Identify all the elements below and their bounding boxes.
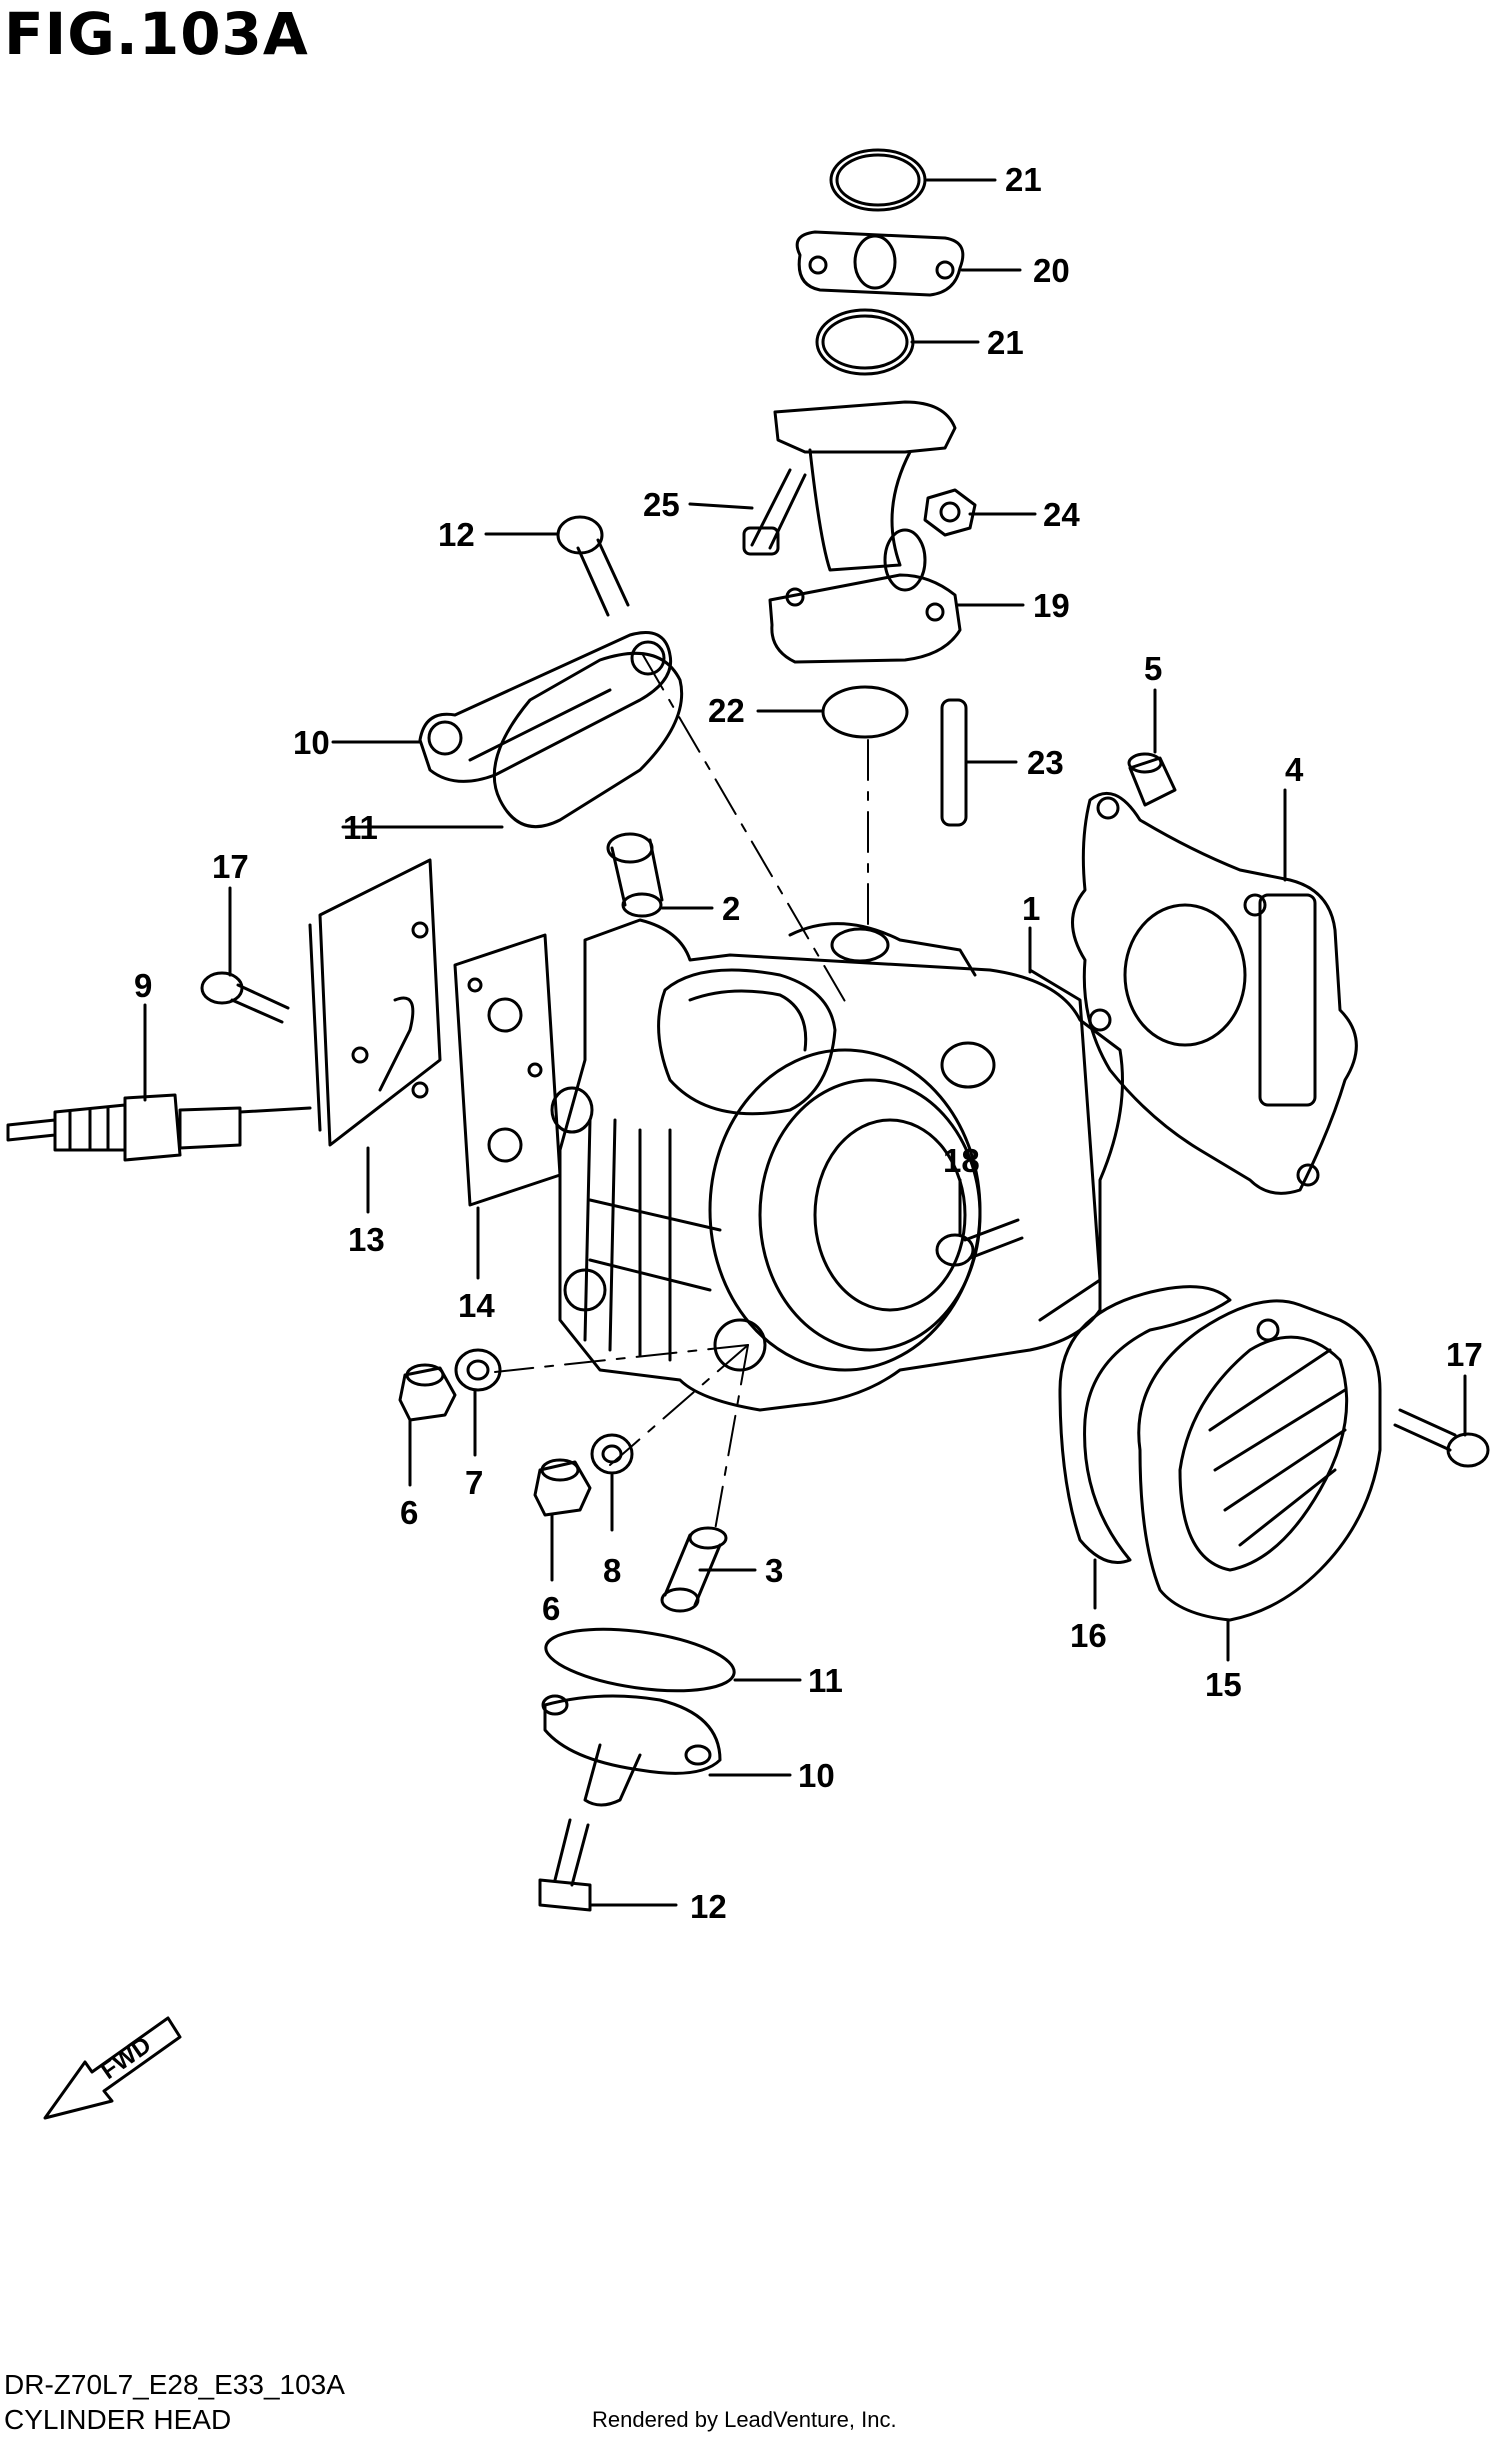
callout-24: 24	[1043, 496, 1080, 533]
callout-6-upper: 6	[400, 1494, 418, 1531]
intake-pipe-19	[768, 400, 962, 664]
callout-17-left: 17	[212, 848, 249, 885]
callout-3: 3	[765, 1552, 783, 1589]
stud-23	[940, 698, 968, 827]
o-ring-11-top	[492, 651, 684, 829]
figure-title: FIG.103A	[4, 0, 309, 68]
o-ring-11-lower	[544, 1627, 736, 1693]
cap-nut-6-upper	[398, 1363, 457, 1422]
callout-labels: 21 20 21 25 24 12 19 22 23 5 4 10 11 2 1…	[134, 161, 1483, 1925]
nut-24	[923, 488, 977, 537]
callout-11-lower: 11	[808, 1662, 843, 1699]
callout-21-lower: 21	[987, 324, 1024, 361]
callout-10-top: 10	[293, 724, 330, 761]
callout-14: 14	[458, 1287, 495, 1324]
callout-16: 16	[1070, 1617, 1107, 1654]
callout-7: 7	[465, 1464, 483, 1501]
bolt-17-left	[200, 971, 290, 1024]
callout-13: 13	[348, 1221, 385, 1258]
tappet-cover-10-top	[418, 631, 673, 783]
callout-15: 15	[1205, 1666, 1242, 1703]
callout-5: 5	[1144, 650, 1162, 687]
gasket-16	[1058, 1285, 1232, 1564]
callout-8: 8	[603, 1552, 621, 1589]
dowel-5	[1127, 752, 1177, 807]
diagram-code: DR-Z70L7_E28_E33_103A	[4, 2369, 345, 2400]
callout-2: 2	[722, 890, 740, 927]
washer-7	[454, 1348, 502, 1392]
callout-10-lower: 10	[798, 1757, 835, 1794]
head-gasket-4	[1071, 791, 1358, 1195]
callout-22: 22	[708, 692, 745, 729]
o-ring-21-lower	[815, 308, 915, 376]
bolt-25	[742, 468, 807, 556]
callout-18: 18	[943, 1142, 980, 1179]
bolt-17-right	[1393, 1408, 1490, 1468]
render-credit: Rendered by LeadVenture, Inc.	[592, 2407, 897, 2432]
plate-13	[308, 858, 442, 1147]
insulator-gasket-20	[795, 230, 965, 297]
o-ring-22	[821, 685, 909, 739]
spark-plug-9	[6, 1093, 242, 1162]
cover-15	[1137, 1299, 1382, 1622]
callout-9: 9	[134, 967, 152, 1004]
washer-8	[590, 1433, 634, 1475]
callout-12-top: 12	[438, 516, 475, 553]
callout-20: 20	[1033, 252, 1070, 289]
cylinder-head-1	[550, 918, 1124, 1412]
diagram-title: CYLINDER HEAD	[4, 2404, 232, 2435]
callout-1: 1	[1022, 890, 1040, 927]
bolt-12-lower	[538, 1818, 592, 1912]
tappet-cover-10-lower	[541, 1694, 722, 1807]
callout-21-top: 21	[1005, 161, 1042, 198]
callout-17-right: 17	[1446, 1336, 1483, 1373]
o-ring-21-top	[829, 148, 927, 212]
valve-guide-3	[660, 1526, 728, 1613]
bolt-18	[935, 1218, 1024, 1267]
alignment-lines	[494, 654, 869, 1531]
callout-25: 25	[643, 486, 680, 523]
callout-6-lower: 6	[542, 1590, 560, 1627]
callout-19: 19	[1033, 587, 1070, 624]
valve-guide-2	[606, 832, 664, 918]
leader-lines	[143, 178, 1467, 1907]
gasket-14	[453, 933, 562, 1207]
cap-nut-6-lower	[533, 1458, 592, 1517]
bolt-12-top	[556, 515, 630, 617]
callout-12-lower: 12	[690, 1888, 727, 1925]
callout-4: 4	[1285, 751, 1304, 788]
fwd-arrow-icon: FWD	[43, 2016, 182, 2120]
callout-11-top: 11	[343, 809, 378, 846]
callout-23: 23	[1027, 744, 1064, 781]
